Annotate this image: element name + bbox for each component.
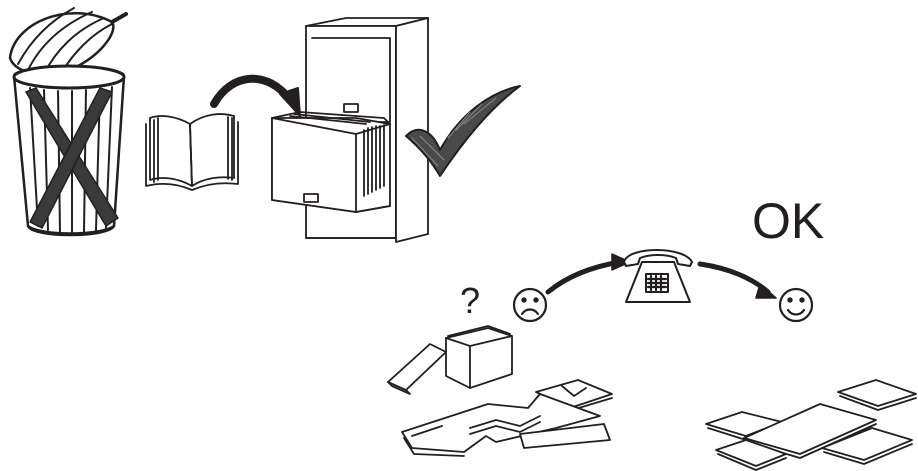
question-mark: ? — [460, 283, 480, 319]
filing-cabinet-icon — [272, 18, 428, 242]
curved-arrow-icon — [700, 264, 776, 298]
sad-face-icon — [514, 289, 546, 321]
curved-arrow-icon — [548, 254, 630, 292]
trash-can-icon — [10, 8, 126, 235]
open-box-icon — [388, 326, 512, 394]
broken-panels — [402, 380, 612, 456]
telephone-icon — [624, 250, 692, 302]
happy-face-icon — [780, 289, 812, 321]
open-book-icon — [146, 114, 238, 190]
trash-lid — [10, 8, 126, 74]
assembled-panels — [706, 380, 916, 470]
curved-arrow-icon — [214, 79, 300, 116]
ok-label: OK — [752, 196, 824, 246]
